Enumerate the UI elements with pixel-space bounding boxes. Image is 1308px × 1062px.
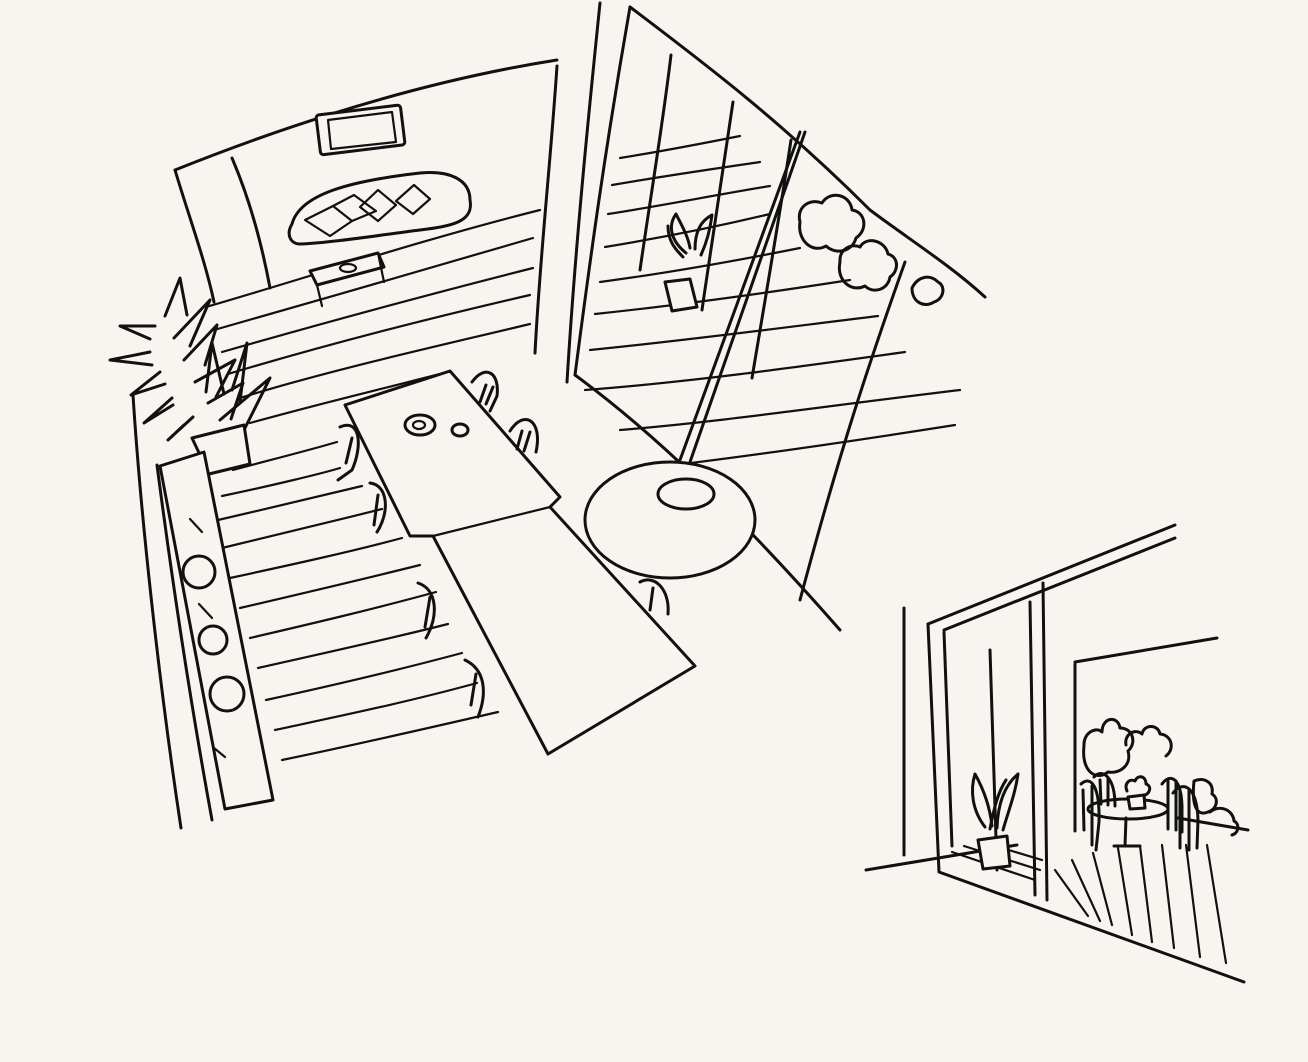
- room-top-inner-wall-icon: [230, 156, 272, 290]
- left-inner-wall-icon: [155, 463, 214, 822]
- shrub-icon: [1082, 718, 1135, 778]
- room-top-wall-icon: [173, 58, 559, 172]
- balcony-door-illustration-icon: [864, 523, 1250, 984]
- balcony-mid-frame-3-icon: [1041, 581, 1049, 902]
- balcony-top-frame-inner-icon: [942, 536, 1177, 632]
- balcony-slat-2-icon: [1070, 858, 1102, 923]
- window-mullion-4-icon: [798, 260, 907, 602]
- left-wall-icon: [131, 393, 183, 830]
- dining-table-icon: [343, 369, 697, 756]
- coffee-table-object-icon: [338, 262, 358, 274]
- cushion-4-icon: [394, 183, 432, 216]
- window-floor-stripe-1-icon: [618, 134, 742, 160]
- cup-icon: [450, 422, 470, 438]
- chair-icon: [1079, 779, 1101, 852]
- balcony-mid-frame-1-icon: [988, 648, 999, 872]
- window-mullion-2-icon: [700, 100, 735, 312]
- chair-icon: [416, 581, 436, 640]
- coffee-table-legs-icon: [315, 251, 386, 308]
- chair-icon: [508, 418, 539, 454]
- spiky-houseplant-icon: [108, 276, 272, 442]
- balcony-slat-7-icon: [1184, 843, 1202, 959]
- shelf-plate-1-icon: [181, 554, 217, 590]
- plate-icon: [403, 413, 437, 437]
- balcony-left-frame-icon: [926, 622, 1246, 984]
- cushion-3-icon: [358, 188, 398, 223]
- chair-icon: [470, 370, 499, 413]
- window-floor-stripe-8-icon: [583, 350, 907, 392]
- balcony-slat-5-icon: [1138, 844, 1154, 944]
- sofa-icon: [287, 170, 472, 246]
- dining-table-seam-icon: [431, 505, 552, 538]
- window-floor-stripe-9-icon: [618, 388, 962, 432]
- window-floor-stripe-2-icon: [610, 160, 762, 187]
- chair-icon: [638, 578, 670, 616]
- pendant-lamp-cord-icon: [678, 130, 807, 464]
- balcony-left-frame-inner-icon: [942, 630, 954, 848]
- balcony-slat-6-icon: [1160, 843, 1176, 950]
- shrub-icon: [837, 239, 898, 292]
- shrub-icon: [910, 275, 945, 306]
- potted-plant-icon: [971, 772, 1020, 871]
- right-side-wall-icon: [565, 1, 602, 384]
- balcony-slat-4-icon: [1116, 846, 1134, 937]
- pendant-lamp-icon: [583, 460, 757, 580]
- room-left-top-wall-icon: [173, 168, 216, 304]
- pendant-lamp-top-icon: [656, 477, 716, 511]
- shrub-icon: [1124, 725, 1173, 758]
- center-room-divider-icon: [533, 64, 559, 355]
- chair-icon: [1171, 785, 1200, 852]
- potted-plant-icon: [1124, 775, 1152, 811]
- window-frame-left-icon: [573, 5, 632, 377]
- shelf-divider-icon: [188, 517, 227, 759]
- window-floor-stripe-3-icon: [606, 184, 772, 216]
- window-frame-right-icon: [628, 5, 987, 299]
- potted-plant-icon: [663, 212, 714, 313]
- coffee-table-icon: [308, 251, 386, 287]
- shrub-icon: [797, 193, 866, 253]
- framed-picture-icon: [314, 103, 407, 157]
- chair-icon: [336, 423, 360, 482]
- chair-icon: [463, 658, 485, 719]
- balcony-slat-3-icon: [1091, 851, 1114, 927]
- shelf-plates-icon: [158, 450, 275, 811]
- window-floor-stripe-5-icon: [598, 246, 802, 284]
- shelf-plate-2-icon: [197, 624, 229, 656]
- shrub-icon: [1208, 806, 1240, 837]
- balcony-mid-frame-2-icon: [1028, 600, 1037, 897]
- plate-center-icon: [411, 419, 427, 431]
- balcony-top-frame-icon: [926, 523, 1177, 626]
- shrub-icon: [1191, 778, 1218, 815]
- balcony-ceiling-edge-icon: [1073, 636, 1219, 664]
- window-floor-stripe-6-icon: [593, 278, 852, 316]
- window-mullion-1-icon: [638, 53, 673, 272]
- window-floor-stripe-4-icon: [603, 212, 772, 249]
- framed-picture-inner-icon: [326, 110, 398, 151]
- balcony-slat-8-icon: [1205, 843, 1228, 965]
- overhead-dining-room-illustration-icon: [108, 1, 987, 830]
- chair-icon: [368, 481, 387, 534]
- balcony-slat-1-icon: [1053, 868, 1090, 918]
- shelf-plate-3-icon: [208, 675, 246, 713]
